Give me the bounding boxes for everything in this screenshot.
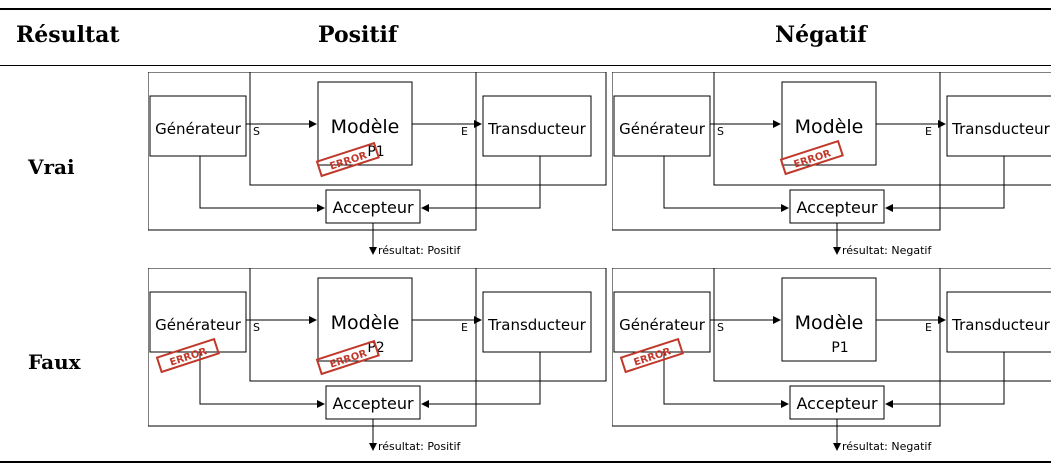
generator-box	[149, 291, 247, 353]
inner-frame	[249, 268, 607, 382]
system-diagram-2: Générateur Modèle Transducteur Accepteur…	[612, 72, 1051, 257]
transducer-label: Transducteur	[951, 316, 1051, 334]
result-label: résultat: Negatif	[842, 244, 932, 257]
generator-box	[613, 291, 711, 353]
generator-box	[613, 95, 711, 157]
system-diagram-1: Générateur Modèle P1 Transducteur Accept…	[148, 72, 607, 257]
port-e-label: E	[925, 125, 932, 138]
arrow-trans-to-acceptor	[421, 156, 541, 212]
acceptor-label: Accepteur	[796, 394, 878, 413]
generator-label: Générateur	[155, 120, 242, 138]
transducer-box	[482, 291, 592, 353]
system-diagram-3: Générateur Modèle P2 Transducteur Accept…	[148, 268, 607, 453]
port-s-label: S	[717, 125, 724, 138]
port-e-label: E	[461, 321, 468, 334]
inner-frame	[713, 72, 1051, 186]
model-box	[781, 81, 877, 166]
result-label: résultat: Positif	[378, 440, 462, 453]
arrow-gen-to-acceptor	[199, 352, 325, 408]
outer-frame	[612, 268, 941, 427]
transducer-label: Transducteur	[487, 120, 587, 138]
generator-box	[149, 95, 247, 157]
model-label: Modèle	[795, 312, 864, 334]
arrow-gen-to-acceptor	[663, 352, 789, 408]
model-label: Modèle	[795, 116, 864, 138]
result-label: résultat: Negatif	[842, 440, 932, 453]
row-label-vrai: Vrai	[28, 155, 75, 179]
outer-frame	[148, 268, 477, 427]
generator-label: Générateur	[619, 120, 706, 138]
transducer-label: Transducteur	[487, 316, 587, 334]
generator-label: Générateur	[619, 316, 706, 334]
model-label: Modèle	[331, 312, 400, 334]
transducer-box	[482, 95, 592, 157]
port-s-label: S	[253, 321, 260, 334]
arrow-trans-to-acceptor	[885, 352, 1005, 408]
acceptor-label: Accepteur	[332, 198, 414, 217]
port-e-label: E	[461, 125, 468, 138]
arrow-gen-to-acceptor	[663, 156, 789, 212]
model-box	[317, 81, 413, 166]
outer-frame	[148, 72, 477, 231]
outer-frame	[612, 72, 941, 231]
transducer-label: Transducteur	[951, 120, 1051, 138]
result-label: résultat: Positif	[378, 244, 462, 257]
model-box	[317, 277, 413, 362]
arrow-gen-to-acceptor	[199, 156, 325, 212]
header-resultat: Résultat	[16, 22, 120, 48]
port-s-label: S	[717, 321, 724, 334]
header-negatif: Négatif	[775, 22, 867, 48]
model-label: Modèle	[331, 116, 400, 138]
port-s-label: S	[253, 125, 260, 138]
table-bottom-rule	[0, 461, 1051, 463]
generator-label: Générateur	[155, 316, 242, 334]
transducer-box	[946, 291, 1051, 353]
port-e-label: E	[925, 321, 932, 334]
row-label-faux: Faux	[28, 350, 81, 374]
arrow-trans-to-acceptor	[421, 352, 541, 408]
table-header-rule	[0, 65, 1051, 66]
acceptor-box	[325, 189, 421, 224]
arrow-trans-to-acceptor	[885, 156, 1005, 212]
header-positif: Positif	[318, 22, 398, 48]
acceptor-box	[789, 385, 885, 420]
model-box	[781, 277, 877, 362]
inner-frame	[249, 72, 607, 186]
acceptor-label: Accepteur	[332, 394, 414, 413]
transducer-box	[946, 95, 1051, 157]
inner-frame	[713, 268, 1051, 382]
system-diagram-4: Générateur Modèle P1 Transducteur Accept…	[612, 268, 1051, 453]
table-top-rule	[0, 8, 1051, 10]
acceptor-label: Accepteur	[796, 198, 878, 217]
model-sub-label: P1	[831, 340, 848, 356]
